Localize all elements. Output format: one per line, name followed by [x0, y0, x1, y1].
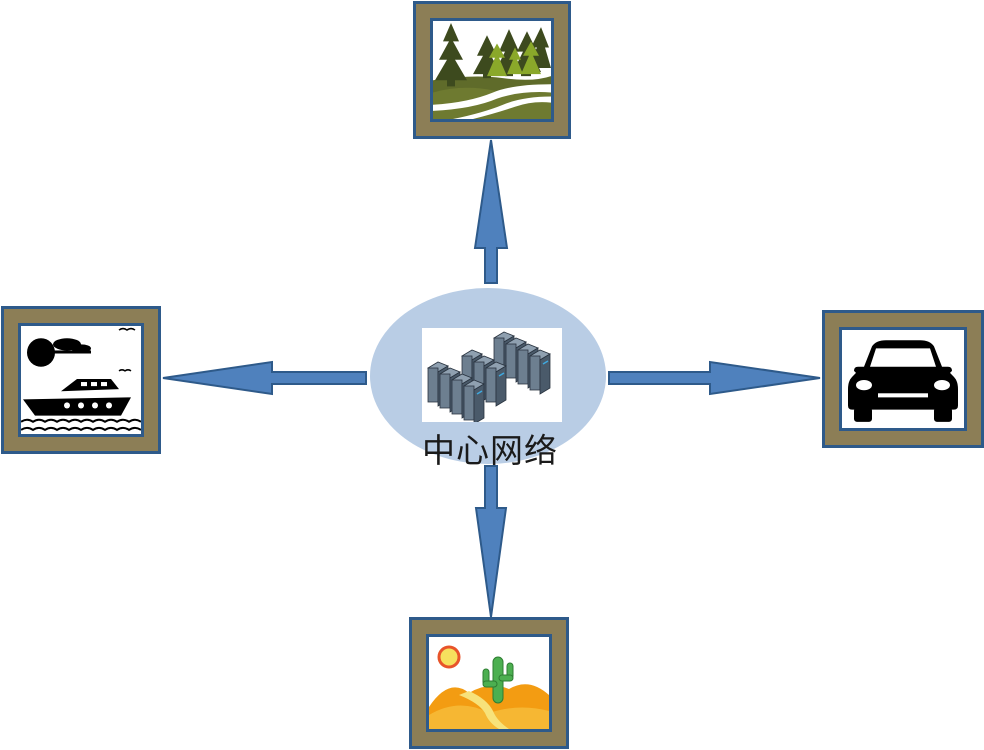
node-forest — [413, 1, 571, 139]
arrow-down — [474, 465, 508, 618]
arrow-right — [608, 360, 821, 396]
forest-icon — [433, 21, 551, 119]
ship-icon — [21, 326, 141, 434]
node-ship — [1, 306, 161, 454]
server-racks-icon — [422, 328, 562, 425]
car-icon — [842, 330, 964, 428]
arrow-left — [162, 360, 367, 396]
desert-cactus-icon — [429, 637, 549, 729]
arrow-up — [473, 139, 509, 284]
node-desert — [409, 617, 569, 749]
node-car — [822, 310, 984, 448]
hub-label: 中心网络 — [422, 431, 558, 470]
